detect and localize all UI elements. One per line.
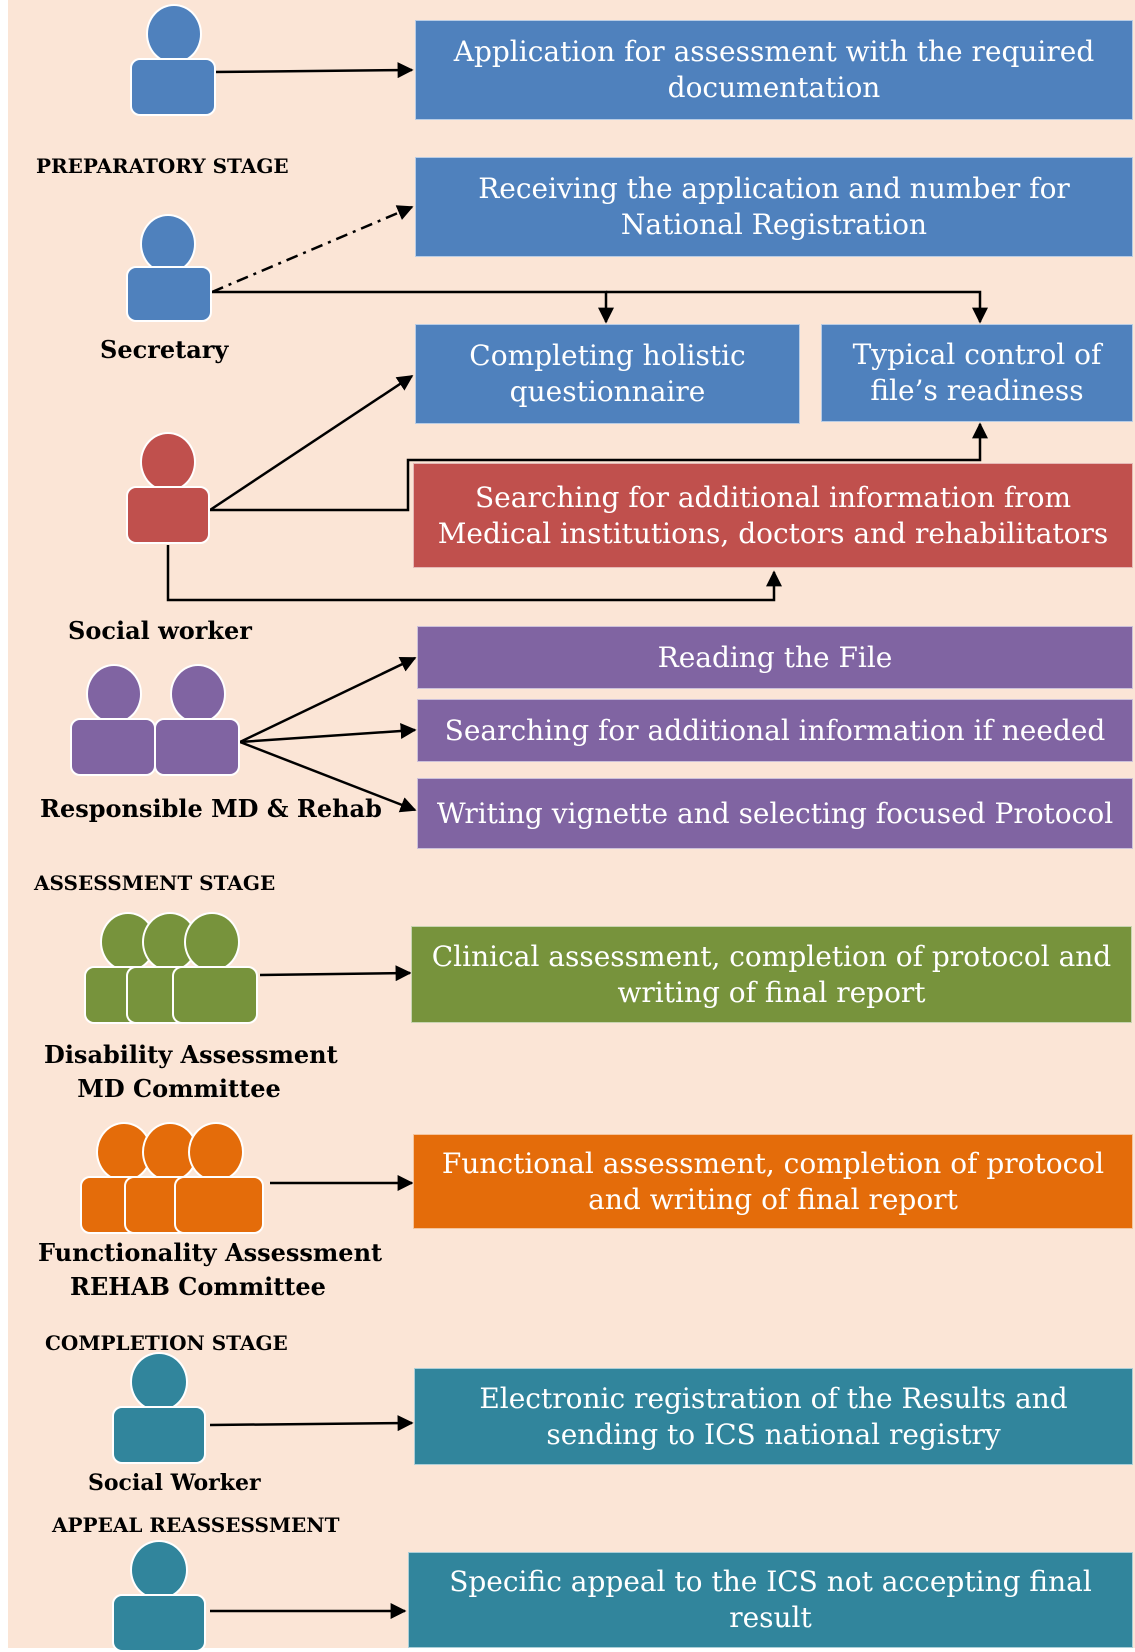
step-control-readiness: Typical control of file’s readiness bbox=[821, 324, 1133, 422]
person-body bbox=[126, 486, 210, 544]
stage-appeal: APPEAL REASSESSMENT bbox=[52, 1513, 340, 1537]
connector-secretary-to-holistic bbox=[212, 290, 614, 324]
connector-applicant-to-application bbox=[211, 62, 414, 79]
connector-disability-to-clinical bbox=[259, 965, 412, 982]
role-disability-line-1: Disability Assessment bbox=[44, 1040, 338, 1069]
person-head bbox=[140, 432, 196, 492]
person-icon bbox=[112, 1352, 206, 1464]
step-reading-file: Reading the File bbox=[417, 626, 1133, 689]
connector-secretary-to-receiving bbox=[211, 205, 414, 294]
step-application: Application for assessment with the requ… bbox=[415, 20, 1133, 120]
connector-socialworker-to-holistic bbox=[209, 374, 414, 512]
person-icon bbox=[126, 214, 212, 322]
role-social-worker: Social worker bbox=[68, 616, 252, 645]
step-receiving: Receiving the application and number for… bbox=[415, 157, 1133, 257]
connector-socialworker-to-control bbox=[210, 422, 988, 512]
step-clinical-assessment: Clinical assessment, completion of proto… bbox=[411, 926, 1132, 1023]
person-body bbox=[130, 58, 216, 116]
connector-responsible-to-vignette bbox=[239, 740, 417, 813]
step-specific-appeal: Specific appeal to the ICS not accepting… bbox=[408, 1552, 1133, 1648]
person-icon bbox=[126, 432, 210, 544]
role-functionality-line-1: Functionality Assessment bbox=[38, 1238, 383, 1267]
role-social-worker-completion: Social Worker bbox=[88, 1470, 261, 1496]
role-disability-committee: Disability Assessment MD Committee bbox=[44, 1038, 338, 1106]
person-group-icon bbox=[70, 664, 242, 776]
role-functionality-line-2: REHAB Committee bbox=[70, 1272, 326, 1301]
connector-responsible-to-searching bbox=[239, 723, 417, 744]
connector-responsible-to-reading bbox=[239, 656, 417, 744]
role-responsible: Responsible MD & Rehab bbox=[40, 794, 382, 823]
connector-secretary-to-control bbox=[606, 290, 988, 324]
connector-socialworker-to-searching bbox=[166, 545, 782, 602]
step-searching-medical: Searching for additional information fro… bbox=[413, 463, 1133, 568]
stage-preparatory: PREPARATORY STAGE bbox=[36, 154, 289, 178]
step-writing-vignette: Writing vignette and selecting focused P… bbox=[417, 778, 1133, 849]
person-icon bbox=[112, 1540, 206, 1652]
person-body bbox=[126, 266, 212, 322]
step-searching-if-needed: Searching for additional information if … bbox=[417, 699, 1133, 762]
connector-socialworker-to-electronic bbox=[209, 1415, 414, 1432]
role-secretary: Secretary bbox=[100, 335, 229, 364]
step-functional-assessment: Functional assessment, completion of pro… bbox=[413, 1134, 1133, 1229]
step-holistic-questionnaire: Completing holistic questionnaire bbox=[415, 324, 800, 424]
stage-completion: COMPLETION STAGE bbox=[45, 1331, 288, 1355]
stage-assessment: ASSESSMENT STAGE bbox=[34, 871, 276, 895]
person-head bbox=[146, 4, 202, 64]
person-group-icon bbox=[84, 912, 260, 1024]
role-disability-line-2: MD Committee bbox=[77, 1074, 281, 1103]
step-electronic-registration: Electronic registration of the Results a… bbox=[414, 1368, 1133, 1465]
person-icon bbox=[130, 4, 216, 116]
role-functionality-committee: Functionality Assessment REHAB Committee bbox=[38, 1236, 383, 1304]
person-group-icon bbox=[80, 1122, 266, 1234]
person-head bbox=[140, 214, 196, 274]
